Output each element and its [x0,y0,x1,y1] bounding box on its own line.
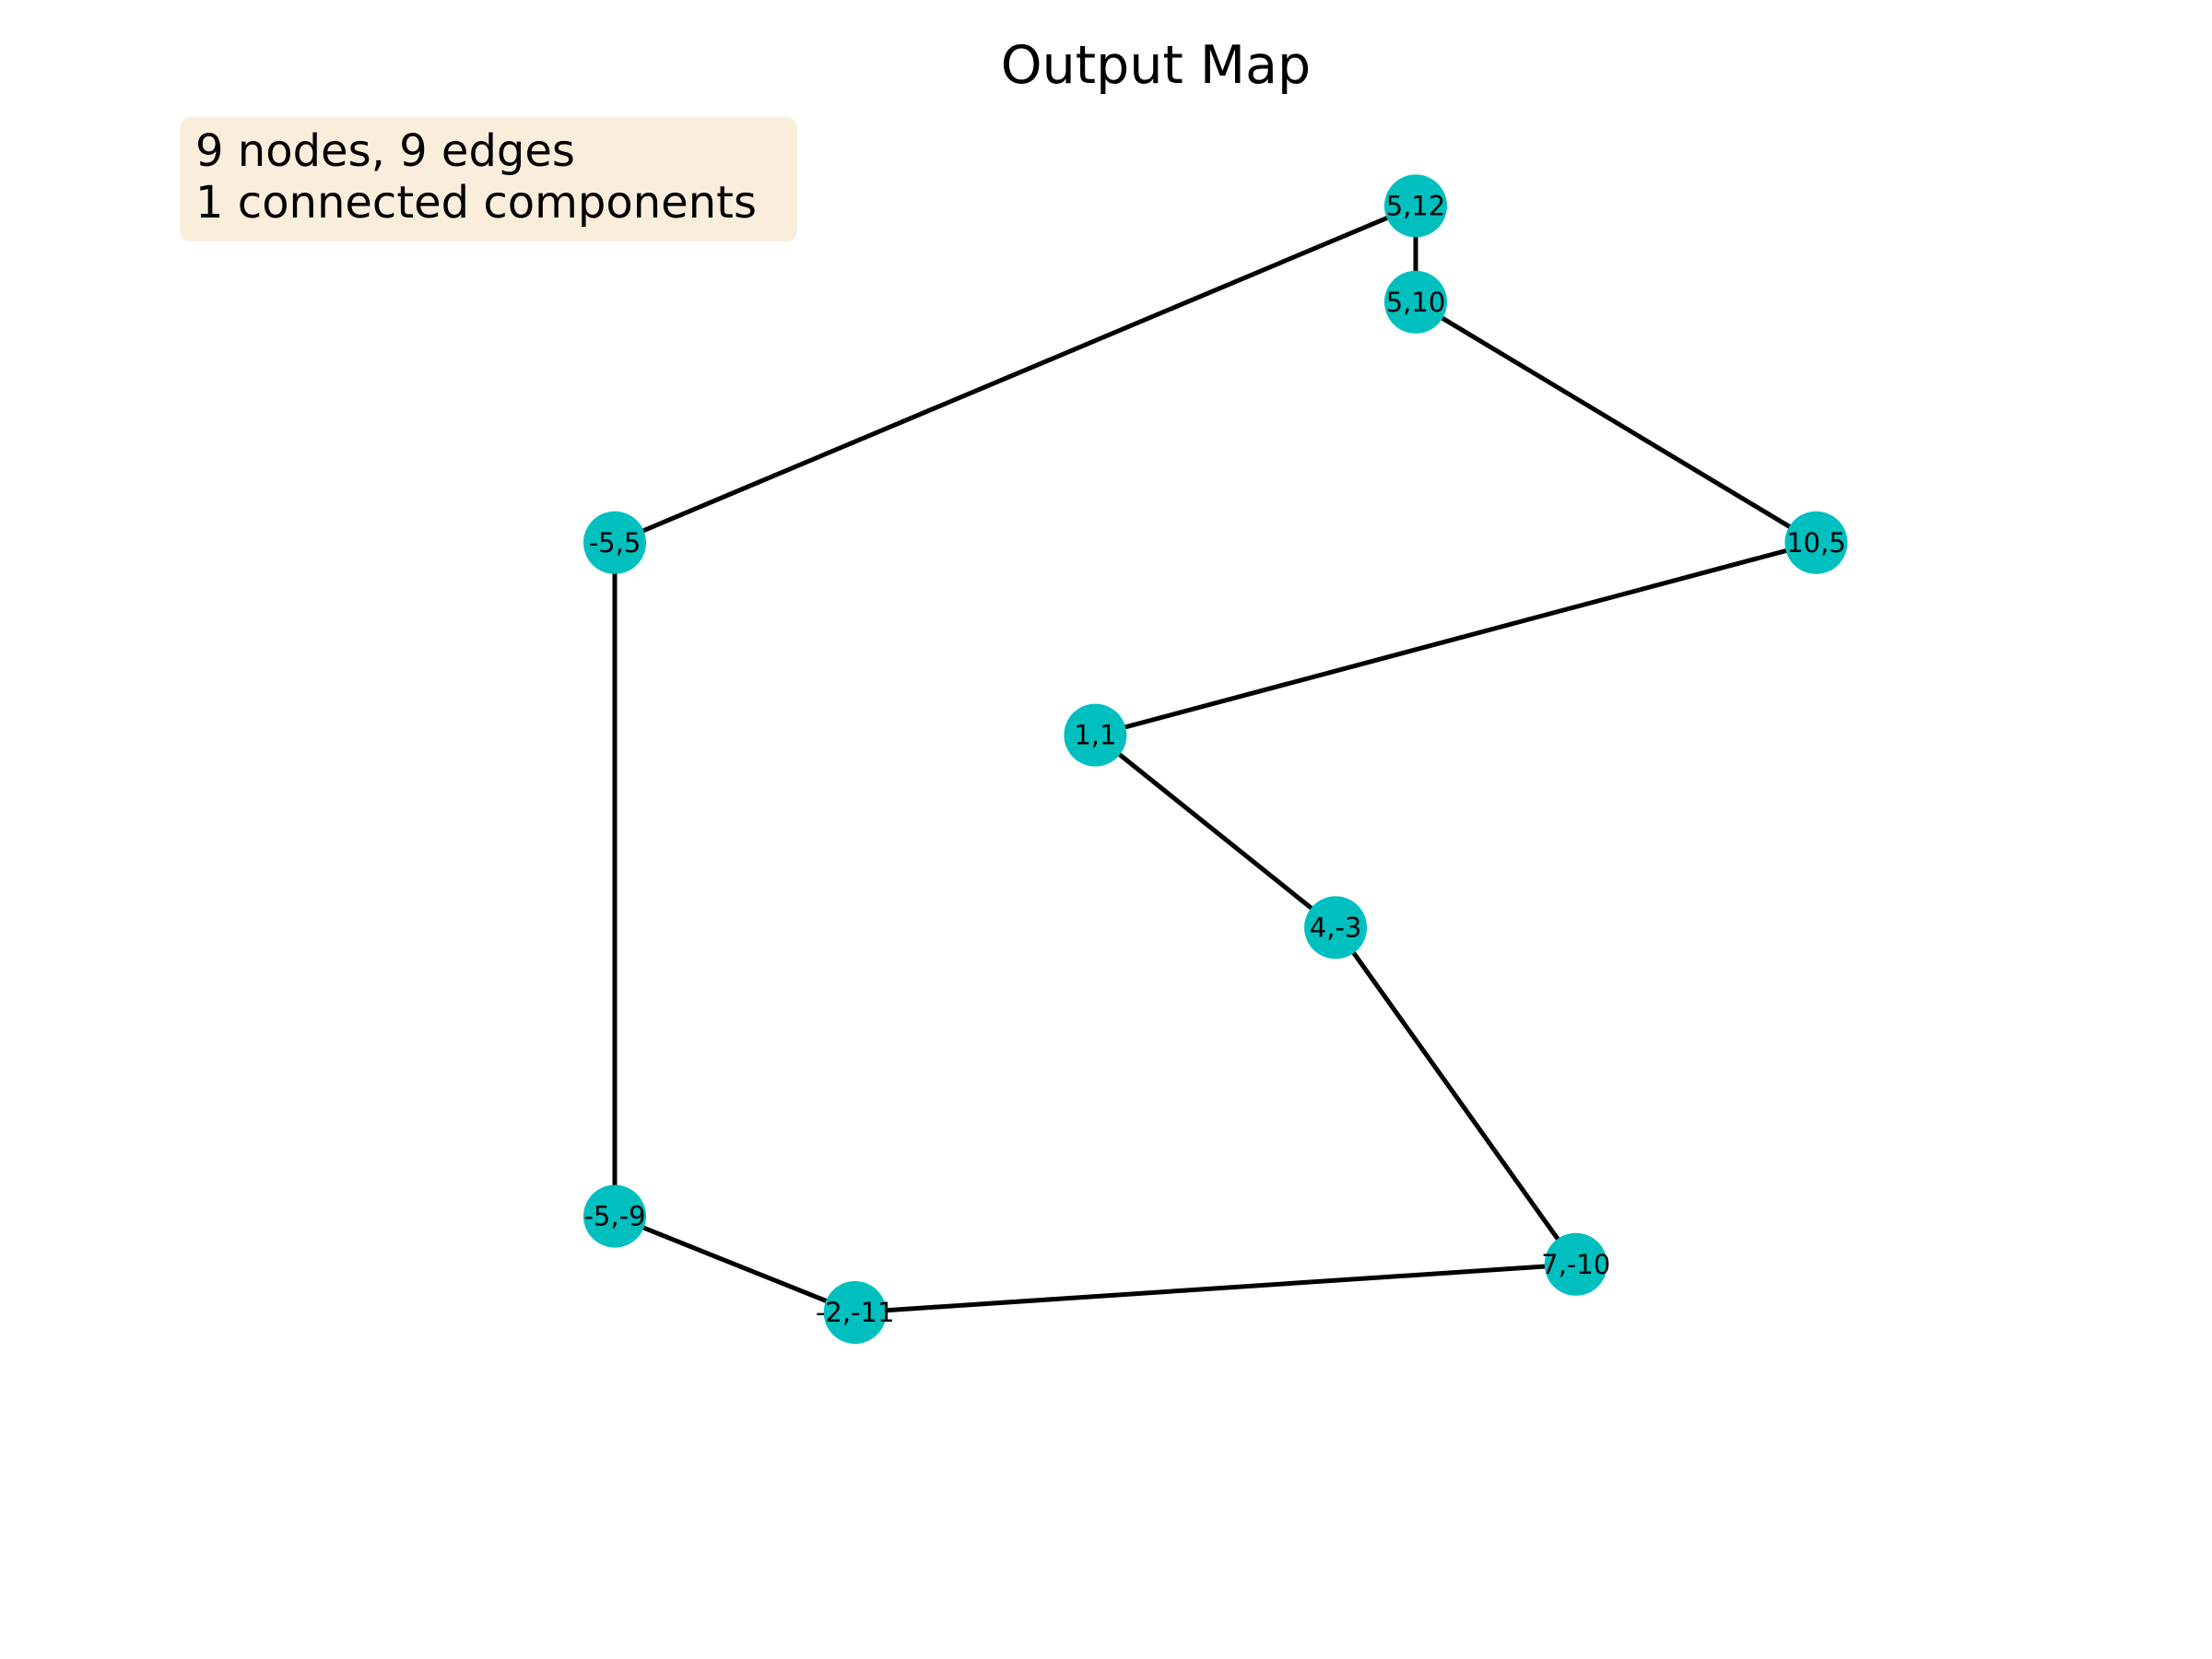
node-label: -2,-11 [816,1297,895,1328]
edge-7 [614,1214,856,1315]
info-box-background [180,117,797,241]
node-label: 4,-3 [1310,912,1362,943]
node-circle [1384,174,1447,238]
node-circle [1384,270,1447,334]
page-title: Output Map [1001,35,1311,96]
edge-1 [614,204,1417,546]
edge-4 [1093,733,1337,930]
node-label: -5,-9 [583,1201,645,1232]
edge-6 [854,1262,1576,1315]
edge-3 [1094,540,1818,738]
graph-node: 4,-3 [1304,896,1368,959]
info-line-components: 1 connected components [195,177,757,229]
edge-2 [1414,300,1818,545]
info-line-counts: 9 nodes, 9 edges [195,125,575,177]
node-circle [583,511,646,574]
node-circle [1544,1232,1607,1296]
graph-node: 5,12 [1384,174,1447,238]
nodes-layer: 5,12 5,10 -5,5 10,5 1,1 4,-3 -5,-9 7,-10 -2,-11 [583,174,1848,1344]
graph-node: -5,-9 [583,1184,646,1248]
graph-node: 1,1 [1064,703,1127,767]
node-label: 5,10 [1386,287,1446,318]
node-circle [1784,511,1848,574]
graph-node: 7,-10 [1541,1232,1610,1296]
node-label: 1,1 [1074,720,1116,751]
node-label: 7,-10 [1541,1249,1610,1280]
edges-layer [612,204,1818,1315]
node-circle [1064,703,1127,767]
info-box: 9 nodes, 9 edges 1 connected components [180,117,797,241]
node-circle [1304,896,1368,959]
graph-node: -2,-11 [816,1281,895,1344]
graph-node: -5,5 [583,511,646,574]
node-circle [823,1281,887,1344]
node-label: 10,5 [1786,527,1846,559]
edge-5 [1334,925,1578,1266]
node-circle [583,1184,646,1248]
graph-node: 10,5 [1784,511,1848,574]
graph-node: 5,10 [1384,270,1447,334]
node-label: 5,12 [1386,190,1446,221]
node-label: -5,5 [589,527,641,559]
